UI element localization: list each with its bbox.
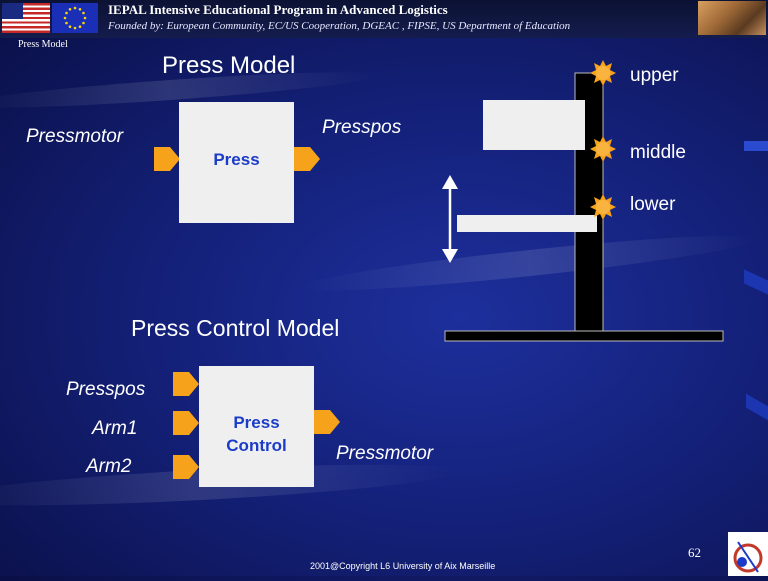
control-input-label: Arm2: [86, 456, 132, 477]
breadcrumb: Press Model: [18, 39, 68, 50]
press-model-heading: Press Model: [162, 52, 296, 79]
press-illustration: [442, 72, 724, 342]
header-title: IEPAL Intensive Educational Program in A…: [108, 2, 448, 17]
control-output-label: Pressmotor: [336, 443, 434, 464]
control-input-label: Arm1: [92, 418, 138, 439]
press-control-box: [199, 366, 314, 487]
position-label-lower: lower: [630, 194, 676, 215]
sensor-upper-icon: [590, 60, 616, 86]
press-control-label-line2: Control: [226, 436, 287, 455]
control-model-heading: Press Control Model: [131, 315, 340, 341]
press-box-label: Press: [213, 150, 260, 169]
sensor-lower-icon: [590, 194, 616, 220]
slide-number: 62: [688, 545, 701, 560]
position-label-middle: middle: [630, 142, 686, 163]
press-output-label: Presspos: [322, 117, 402, 138]
position-label-upper: upper: [630, 65, 679, 86]
copyright-text: 2001@Copyright L6 University of Aix Mars…: [310, 561, 496, 571]
header-bar: [0, 0, 768, 38]
decorative-mark: [744, 269, 768, 295]
press-control-label-line1: Press: [233, 413, 280, 432]
decorative-mark: [746, 393, 768, 421]
press-input-label: Pressmotor: [26, 126, 124, 147]
press-box: [179, 102, 294, 223]
decorative-mark: [744, 141, 768, 151]
sensor-middle-icon: [590, 136, 616, 162]
university-logo-icon: [728, 532, 768, 576]
control-input-label: Presspos: [66, 379, 146, 400]
corner-photo: [698, 1, 766, 35]
eu-flag-icon: [52, 3, 98, 33]
us-flag-icon: [2, 3, 50, 33]
header-subtitle: Founded by: European Community, EC/US Co…: [108, 20, 571, 32]
